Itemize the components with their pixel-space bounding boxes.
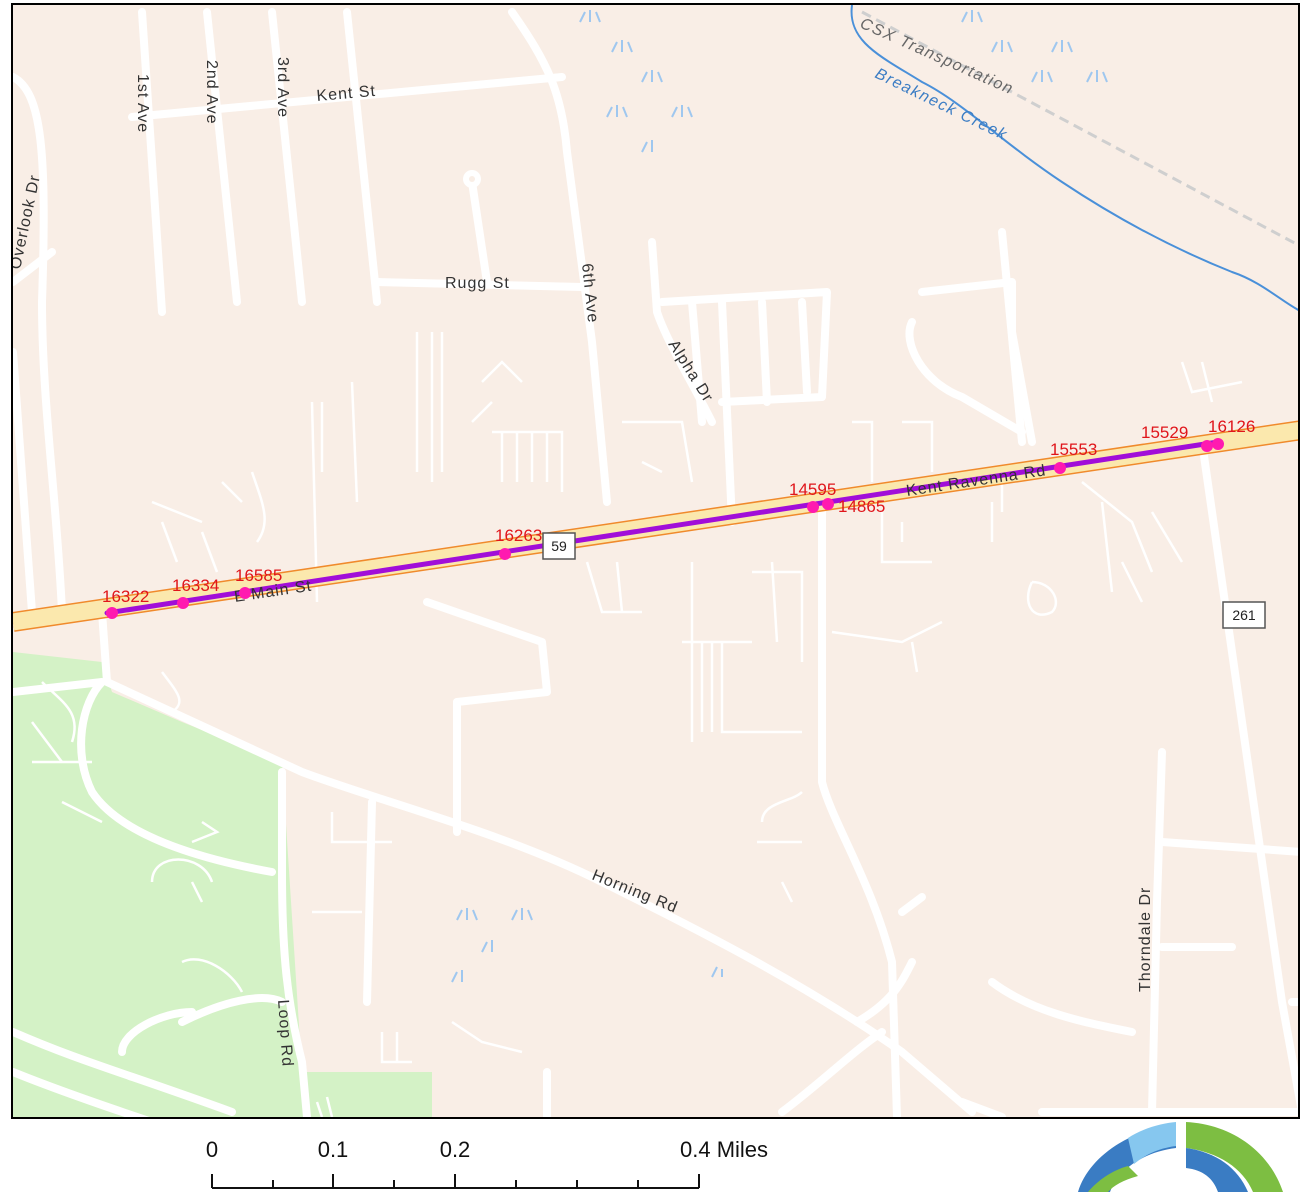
parcel-lines (31, 332, 1243, 1117)
point-label-16585: 16585 (235, 566, 282, 585)
street-label-thorndale-dr: Thorndale Dr (1137, 887, 1154, 992)
point-marker-14865[interactable] (822, 498, 834, 510)
route-line (104, 439, 1221, 616)
point-marker-16263[interactable] (499, 548, 511, 560)
route-59-label: 59 (551, 538, 567, 554)
street-label-kent-st: Kent St (316, 83, 377, 105)
point-marker-16585[interactable] (239, 587, 251, 599)
point-marker-14595[interactable] (807, 501, 819, 513)
point-marker-16322[interactable] (106, 607, 118, 619)
map-canvas[interactable]: 59 261 1st Ave 2nd Ave 3rd Ave Kent St O… (13, 5, 1298, 1117)
point-label-16263: 16263 (495, 526, 542, 545)
map-frame[interactable]: 59 261 1st Ave 2nd Ave 3rd Ave Kent St O… (11, 3, 1300, 1119)
point-label-16322: 16322 (102, 587, 149, 606)
scale-tick-label-0-2: 0.2 (440, 1137, 471, 1162)
point-marker-16334[interactable] (177, 597, 189, 609)
point-label-14595: 14595 (789, 480, 836, 499)
point-label-15529: 15529 (1141, 423, 1188, 442)
scale-tick-label-0-1: 0.1 (318, 1137, 349, 1162)
point-marker-15529[interactable] (1201, 440, 1213, 452)
scale-end-label: 0.4 Miles (680, 1137, 768, 1162)
scale-bar-line (211, 1174, 700, 1189)
railroad-line (861, 10, 1298, 247)
street-label-1st-ave: 1st Ave (134, 74, 151, 133)
creek-line (850, 5, 1298, 311)
street-label-3rd-ave: 3rd Ave (274, 57, 291, 118)
route-261-shield (1222, 601, 1266, 629)
point-label-16126: 16126 (1208, 417, 1255, 436)
route-59-shield (542, 532, 576, 560)
point-label-15553: 15553 (1050, 440, 1097, 459)
point-label-14865: 14865 (838, 497, 885, 516)
scale-bar: 0 0.1 0.2 0.4 Miles (206, 1137, 768, 1189)
route-261-label: 261 (1232, 607, 1256, 623)
point-marker-16126[interactable] (1212, 438, 1224, 450)
road-network (13, 8, 1298, 1117)
street-label-rugg-st: Rugg St (445, 275, 510, 292)
street-label-loop-rd: Loop Rd (274, 999, 296, 1068)
scale-tick-label-0: 0 (206, 1137, 218, 1162)
park-area (13, 652, 432, 1117)
ring-logo-icon (1078, 1122, 1283, 1192)
point-label-16334: 16334 (172, 576, 219, 595)
wetland-marks (451, 10, 1108, 983)
street-label-2nd-ave: 2nd Ave (203, 60, 220, 125)
street-label-6th-ave: 6th Ave (578, 263, 601, 325)
point-marker-15553[interactable] (1054, 462, 1066, 474)
